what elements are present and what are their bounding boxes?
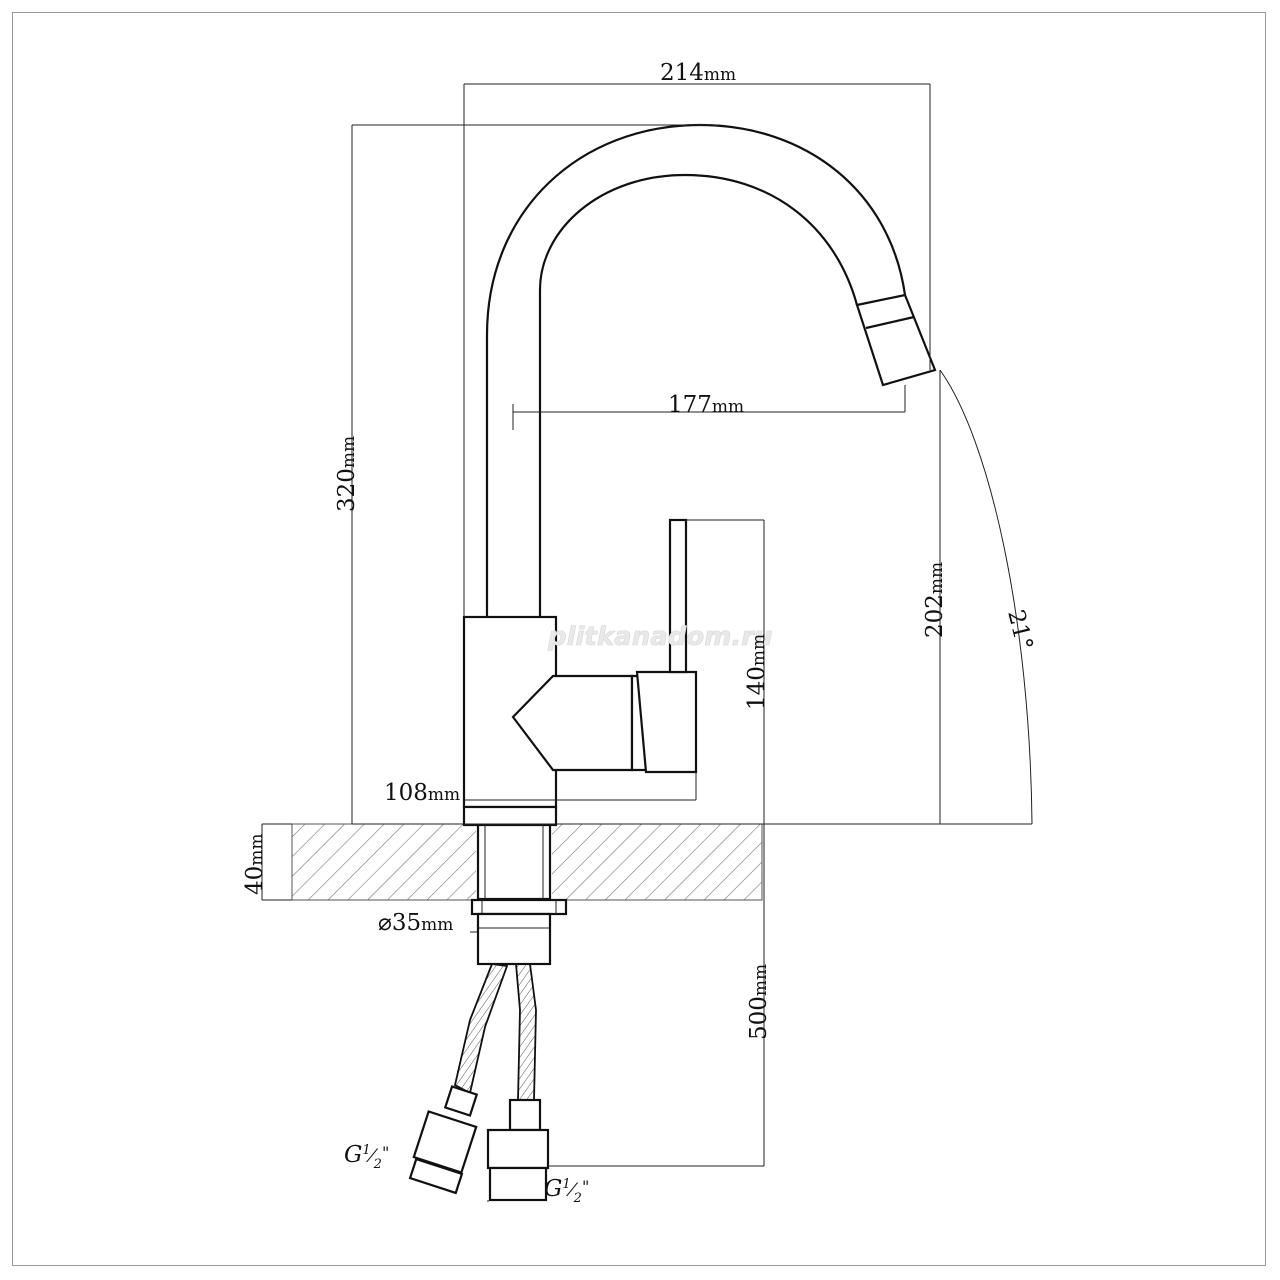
dim-body-width: 108mm bbox=[384, 780, 460, 806]
dim-deck-thickness: 40mm bbox=[242, 833, 268, 895]
spout bbox=[485, 123, 937, 617]
dim-total-height: 320mm bbox=[334, 436, 360, 512]
dim-total-width: 214mm bbox=[660, 60, 736, 86]
dim-handle-height: 140mm bbox=[744, 634, 770, 710]
dim-hose-length: 500mm bbox=[746, 964, 772, 1040]
connection-right-label: G1⁄2" bbox=[544, 1176, 589, 1206]
dim-swivel-angle: 21° bbox=[1002, 607, 1037, 653]
drawing-frame bbox=[12, 12, 1266, 1266]
mounting-shank bbox=[470, 823, 568, 966]
dim-spout-reach: 177mm bbox=[668, 392, 744, 418]
watermark: plitkanadom.ru bbox=[547, 622, 773, 652]
faucet-body bbox=[462, 518, 698, 827]
dimension-lines bbox=[261, 83, 1033, 1202]
connection-left-label: G1⁄2" bbox=[344, 1142, 389, 1172]
dim-spout-height: 202mm bbox=[922, 562, 948, 638]
dim-shank-diameter: ⌀35mm bbox=[378, 910, 453, 936]
hoses bbox=[408, 963, 550, 1202]
